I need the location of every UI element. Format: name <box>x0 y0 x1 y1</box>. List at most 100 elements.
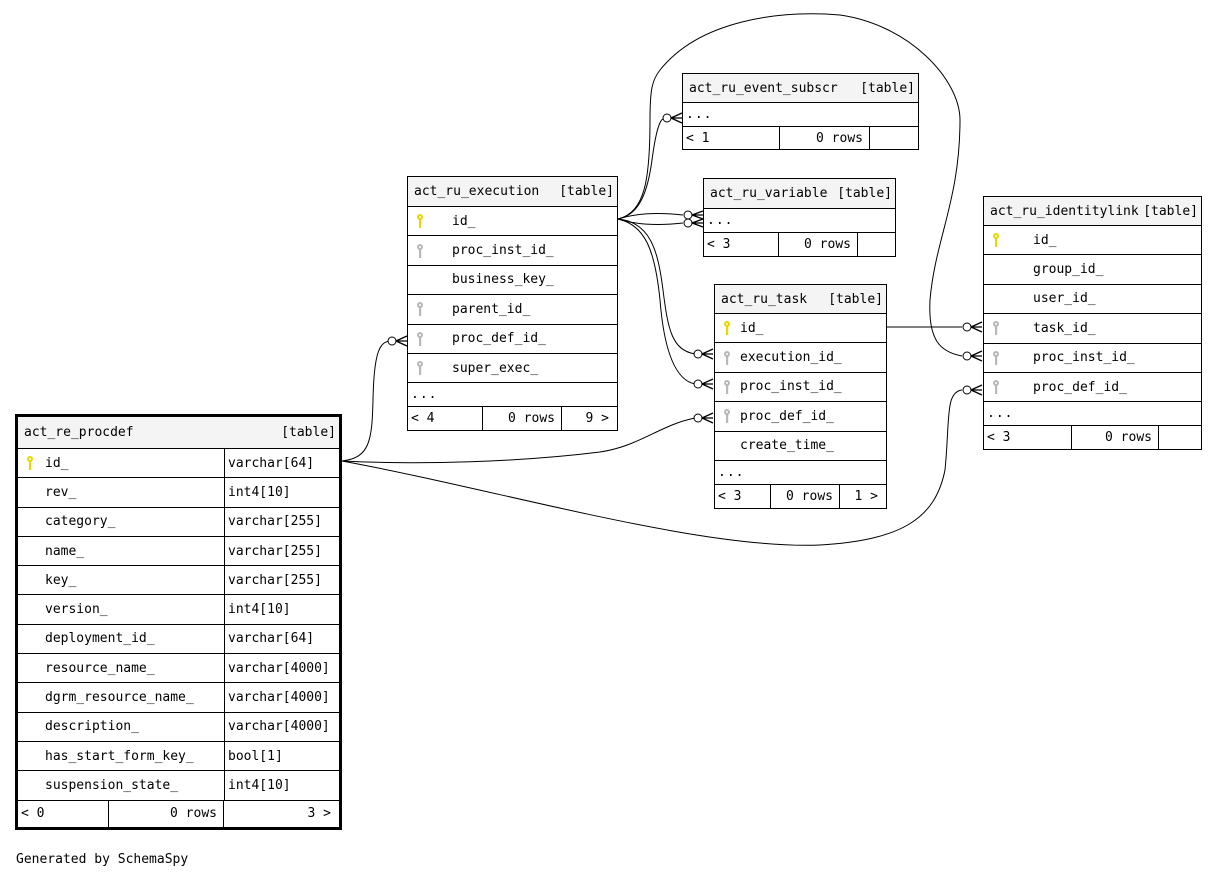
column-name: has_start_form_key_ <box>45 748 194 764</box>
children-link[interactable]: 1 > <box>854 488 878 504</box>
table-act-re-procdef[interactable]: act_re_procdef [table] id_varchar[64]rev… <box>15 414 342 830</box>
column-row[interactable]: category_varchar[255] <box>18 507 339 537</box>
column-type: int4[10] <box>224 595 339 624</box>
column-type: varchar[64] <box>224 624 339 654</box>
column-name: name_ <box>45 543 85 559</box>
more-columns: ... <box>704 209 895 233</box>
parents-link[interactable]: < 4 <box>408 407 483 431</box>
parents-link[interactable]: < 3 <box>704 233 779 256</box>
column-row[interactable]: business_key_ <box>408 266 617 296</box>
relationship-line <box>617 213 684 220</box>
zero-marker <box>962 322 972 332</box>
column-row[interactable]: deployment_id_varchar[64] <box>18 624 339 655</box>
column-row[interactable]: id_ <box>408 207 617 237</box>
parents-link[interactable]: < 1 <box>683 127 780 149</box>
table-type-label: [table] <box>828 291 883 307</box>
column-name: category_ <box>45 514 116 530</box>
table-name[interactable]: act_ru_execution <box>414 184 540 199</box>
row-count: 0 rows <box>109 800 224 827</box>
column-row[interactable]: dgrm_resource_name_varchar[4000] <box>18 683 339 713</box>
column-row[interactable]: super_exec_ <box>408 354 617 384</box>
table-name[interactable]: act_ru_task <box>721 291 808 307</box>
foreign-key-icon <box>416 243 424 259</box>
column-row[interactable]: version_int4[10] <box>18 595 339 625</box>
column-row[interactable]: name_varchar[255] <box>18 536 339 567</box>
column-row[interactable]: id_ <box>715 314 886 344</box>
column-row[interactable]: resource_name_varchar[4000] <box>18 654 339 684</box>
column-type: bool[1] <box>224 741 339 771</box>
children-link[interactable]: 3 > <box>307 806 331 822</box>
zero-marker <box>693 349 703 359</box>
generated-by-label: Generated by SchemaSpy <box>16 852 189 867</box>
table-header[interactable]: act_ru_task [table] <box>715 285 886 314</box>
column-type: int4[10] <box>224 771 339 800</box>
column-row[interactable]: execution_id_ <box>715 343 886 373</box>
relationship-line <box>617 118 664 220</box>
crowfoot-marker <box>670 112 683 124</box>
crowfoot-marker <box>701 348 714 360</box>
table-act-ru-event-subscr[interactable]: act_ru_event_subscr [table] ... < 1 0 ro… <box>682 73 919 150</box>
table-header[interactable]: act_ru_variable [table] <box>704 179 895 209</box>
children-link[interactable] <box>1159 426 1201 449</box>
column-row[interactable]: task_id_ <box>984 314 1201 344</box>
table-footer: < 3 0 rows <box>704 233 895 256</box>
zero-marker <box>693 379 703 389</box>
foreign-key-icon <box>992 350 1000 366</box>
primary-key-icon <box>992 232 1000 248</box>
table-act-ru-identitylink[interactable]: act_ru_identitylink [table] id_group_id_… <box>983 196 1202 451</box>
column-row[interactable]: proc_inst_id_ <box>408 236 617 266</box>
column-row[interactable]: group_id_ <box>984 255 1201 285</box>
column-row[interactable]: user_id_ <box>984 285 1201 315</box>
table-name[interactable]: act_ru_variable <box>710 186 828 201</box>
children-link[interactable] <box>870 127 918 149</box>
column-row[interactable]: proc_inst_id_ <box>715 373 886 403</box>
parents-link[interactable]: < 3 <box>984 426 1072 450</box>
column-name: business_key_ <box>452 272 554 288</box>
column-row[interactable]: rev_int4[10] <box>18 478 339 508</box>
column-row[interactable]: suspension_state_int4[10] <box>18 771 339 801</box>
column-row[interactable]: id_varchar[64] <box>18 449 339 479</box>
table-name[interactable]: act_ru_event_subscr <box>689 80 838 96</box>
column-row[interactable]: proc_def_id_ <box>984 373 1201 403</box>
table-type-label: [table] <box>281 425 336 440</box>
table-header[interactable]: act_ru_execution [table] <box>408 177 617 207</box>
table-type-label: [table] <box>1143 203 1198 219</box>
table-name[interactable]: act_re_procdef <box>24 425 134 440</box>
table-header[interactable]: act_re_procdef [table] <box>18 417 339 449</box>
foreign-key-icon <box>992 320 1000 336</box>
table-header[interactable]: act_ru_event_subscr [table] <box>683 74 918 103</box>
zero-marker <box>962 351 972 361</box>
relationship-line <box>341 340 394 462</box>
column-name: id_ <box>452 213 476 229</box>
row-count: 0 rows <box>780 127 870 149</box>
table-footer: < 3 0 rows 1 > <box>715 484 886 508</box>
children-link[interactable] <box>858 233 895 256</box>
table-act-ru-task[interactable]: act_ru_task [table] id_execution_id_proc… <box>714 284 887 509</box>
column-row[interactable]: description_varchar[4000] <box>18 712 339 742</box>
table-name[interactable]: act_ru_identitylink <box>990 203 1139 219</box>
primary-key-icon <box>723 320 731 336</box>
more-columns: ... <box>408 383 617 408</box>
table-act-ru-variable[interactable]: act_ru_variable [table] ... < 3 0 rows <box>703 178 896 257</box>
column-row[interactable]: id_ <box>984 226 1201 256</box>
relationship-line <box>617 218 696 355</box>
parents-link[interactable]: < 0 <box>18 800 109 827</box>
children-link[interactable]: 9 > <box>585 411 609 427</box>
column-row[interactable]: parent_id_ <box>408 295 617 325</box>
crowfoot-marker <box>701 412 714 424</box>
table-header[interactable]: act_ru_identitylink [table] <box>984 197 1201 226</box>
column-type: varchar[255] <box>224 566 339 595</box>
table-footer: < 4 0 rows 9 > <box>408 407 617 431</box>
column-row[interactable]: proc_def_id_ <box>408 325 617 354</box>
column-row[interactable]: proc_def_id_ <box>715 402 886 432</box>
column-row[interactable]: proc_inst_id_ <box>984 344 1201 373</box>
column-row[interactable]: key_varchar[255] <box>18 566 339 596</box>
crowfoot-marker <box>970 384 983 396</box>
column-name: task_id_ <box>1033 320 1096 336</box>
foreign-key-icon <box>723 350 731 366</box>
column-row[interactable]: has_start_form_key_ bool[1] <box>18 741 339 772</box>
column-row[interactable]: create_time_ <box>715 432 886 461</box>
table-act-ru-execution[interactable]: act_ru_execution [table] id_ proc_inst_id… <box>407 176 618 432</box>
relationship-line <box>617 218 696 385</box>
parents-link[interactable]: < 3 <box>715 484 771 508</box>
